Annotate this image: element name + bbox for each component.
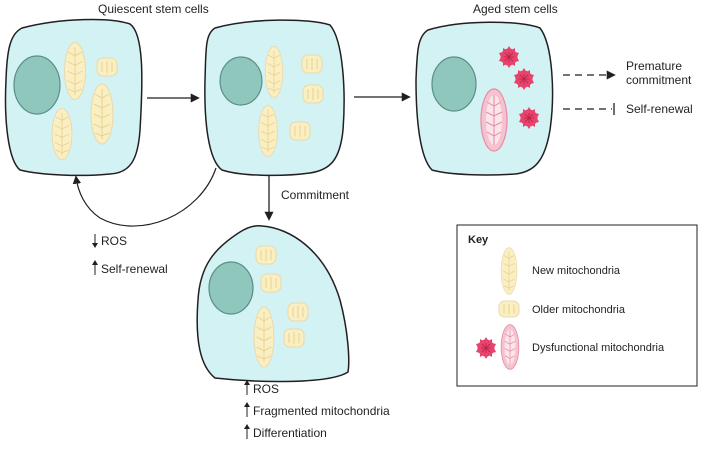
dysfunctional-mitochondrion-elongated <box>480 88 508 152</box>
aged-title: Aged stem cells <box>473 2 558 16</box>
premature-commitment-label-line2: commitment <box>626 73 692 87</box>
self-renewal-inhibited-label: Self-renewal <box>626 102 693 116</box>
commit-effect-fragmented: Fragmented mitochondria <box>253 404 390 418</box>
new-mitochondrion <box>51 108 73 160</box>
loop-self-renewal-label: Self-renewal <box>101 262 168 276</box>
older-mitochondrion <box>255 245 277 265</box>
commit-effects: ROS Fragmented mitochondria Differentiat… <box>244 380 390 440</box>
older-mitochondrion <box>260 273 282 293</box>
new-mitochondrion <box>264 46 284 98</box>
key-item-dysfunctional: Dysfunctional mitochondria <box>532 342 665 354</box>
older-mitochondrion-icon <box>498 300 520 318</box>
new-mitochondrion <box>253 306 275 368</box>
aged-cell <box>415 21 554 176</box>
quiescent-cell-2 <box>204 19 345 177</box>
new-mitochondrion <box>258 105 278 157</box>
down-arrow-icon <box>92 234 98 248</box>
older-mitochondrion <box>289 121 311 141</box>
nucleus <box>13 55 61 115</box>
older-mitochondrion <box>287 302 309 322</box>
inhibition-self-renewal <box>563 103 615 115</box>
older-mitochondrion <box>283 328 305 348</box>
commit-effect-ros: ROS <box>253 382 279 396</box>
nucleus <box>431 56 477 112</box>
loop-effects: ROS Self-renewal <box>92 234 168 276</box>
committed-cell <box>196 225 350 383</box>
up-arrow-icon <box>244 380 250 395</box>
new-mitochondrion <box>90 83 114 145</box>
older-mitochondrion <box>301 54 323 74</box>
up-arrow-icon <box>92 260 98 275</box>
older-mitochondrion <box>302 84 324 104</box>
arrow-self-renewal-loop <box>72 167 217 227</box>
quiescent-title: Quiescent stem cells <box>98 2 209 16</box>
older-mitochondrion <box>96 57 118 77</box>
premature-commitment-label-line1: Premature <box>626 59 682 73</box>
key-title: Key <box>468 234 489 246</box>
up-arrow-icon <box>244 424 250 439</box>
nucleus <box>208 261 254 315</box>
up-arrow-icon <box>244 402 250 417</box>
quiescent-cell-1 <box>4 18 143 177</box>
nucleus <box>219 56 263 106</box>
dysfunctional-mitochondrion-elongated-icon <box>500 324 520 370</box>
commit-effect-differentiation: Differentiation <box>253 426 327 440</box>
key-item-older: Older mitochondria <box>532 304 626 316</box>
loop-ros-label: ROS <box>101 234 127 248</box>
new-mitochondrion <box>64 42 86 100</box>
new-mitochondrion-icon <box>500 247 518 295</box>
key-panel: Key New mitochondria Older mitochondria … <box>456 224 698 387</box>
commitment-label: Commitment <box>281 188 350 202</box>
key-item-new: New mitochondria <box>532 265 621 277</box>
